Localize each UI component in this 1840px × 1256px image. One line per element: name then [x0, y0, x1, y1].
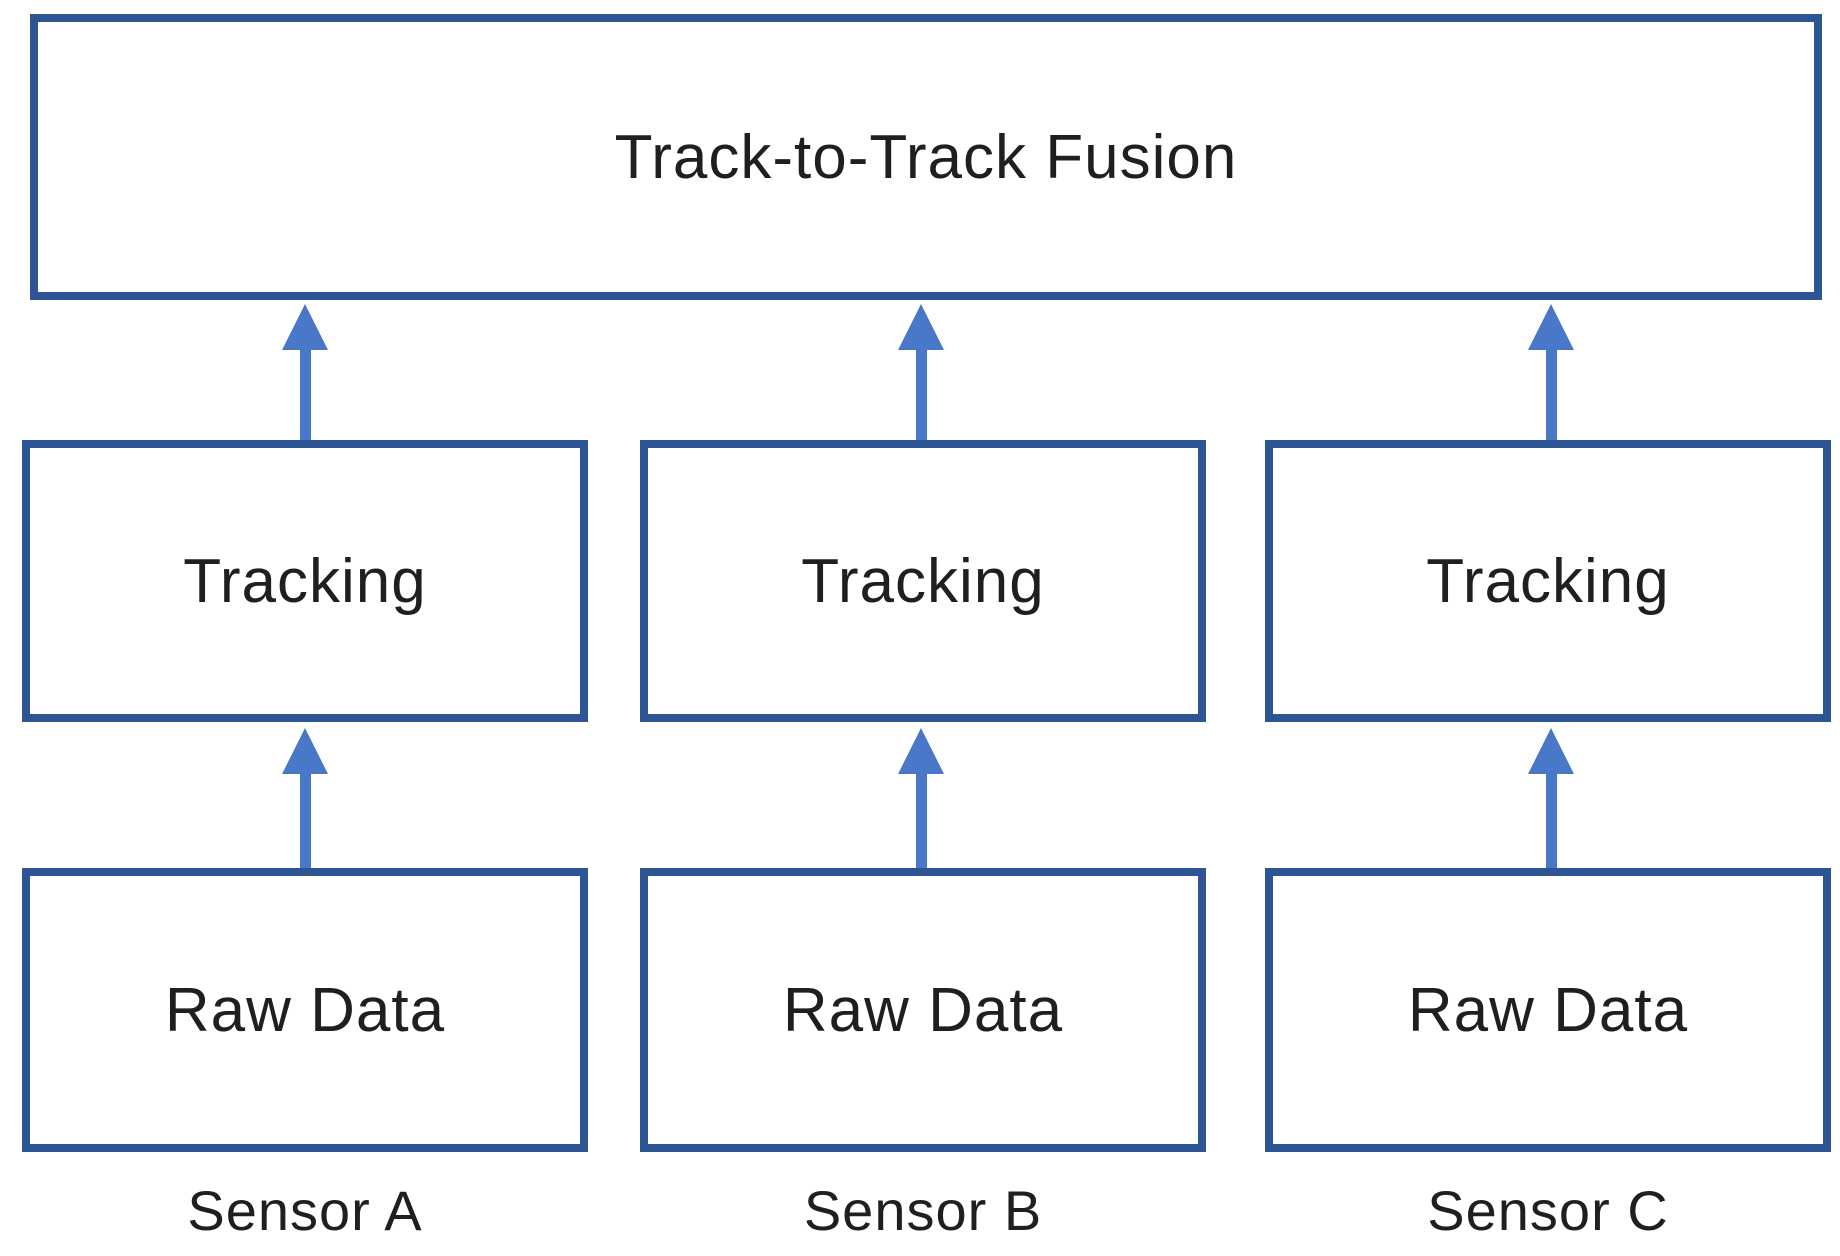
arrow-up-raw-b-to-tracking-icon [898, 728, 944, 868]
arrow-stem [1545, 774, 1557, 868]
arrow-stem [299, 350, 311, 440]
raw-data-box-b: Raw Data [640, 868, 1206, 1152]
tracking-label-a: Tracking [183, 546, 427, 616]
arrowhead-icon [898, 304, 944, 350]
arrow-up-raw-a-to-tracking-icon [282, 728, 328, 868]
arrow-up-tracking-b-to-fusion-icon [898, 304, 944, 440]
raw-data-box-c: Raw Data [1265, 868, 1831, 1152]
sensor-b-label: Sensor B [803, 1179, 1043, 1242]
arrow-stem [1545, 350, 1557, 440]
raw-data-label-c: Raw Data [1407, 975, 1689, 1045]
sensor-c-label: Sensor C [1427, 1179, 1669, 1242]
tracking-label-b: Tracking [801, 546, 1045, 616]
tracking-box-a: Tracking [22, 440, 588, 722]
arrow-stem [915, 350, 927, 440]
arrowhead-icon [1528, 304, 1574, 350]
raw-data-label-b: Raw Data [782, 975, 1064, 1045]
arrow-stem [915, 774, 927, 868]
tracking-box-c: Tracking [1265, 440, 1831, 722]
arrow-stem [299, 774, 311, 868]
raw-data-box-a: Raw Data [22, 868, 588, 1152]
arrowhead-icon [898, 728, 944, 774]
arrowhead-icon [1528, 728, 1574, 774]
arrowhead-icon [282, 304, 328, 350]
raw-data-label-a: Raw Data [164, 975, 446, 1045]
arrow-up-tracking-a-to-fusion-icon [282, 304, 328, 440]
tracking-label-c: Tracking [1426, 546, 1670, 616]
track-to-track-fusion-box: Track-to-Track Fusion [30, 14, 1822, 300]
tracking-box-b: Tracking [640, 440, 1206, 722]
sensor-a-label: Sensor A [187, 1179, 423, 1242]
arrow-up-raw-c-to-tracking-icon [1528, 728, 1574, 868]
arrow-up-tracking-c-to-fusion-icon [1528, 304, 1574, 440]
track-to-track-fusion-label: Track-to-Track Fusion [614, 122, 1238, 192]
arrowhead-icon [282, 728, 328, 774]
